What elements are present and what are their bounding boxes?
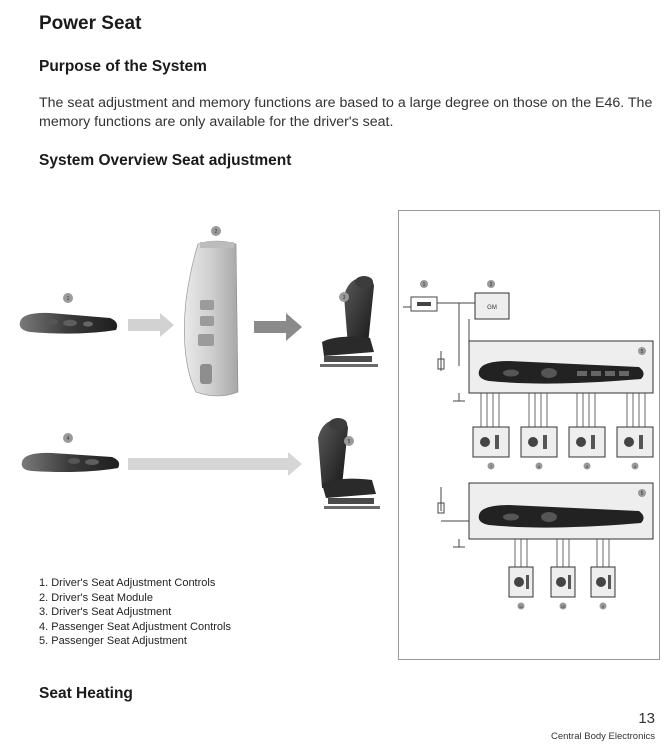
diagram-callout-motor-3: 5: [586, 464, 589, 469]
seat-module: [184, 240, 239, 397]
diagram-callout-motor-4: 4: [634, 464, 637, 469]
seat-illustration: 1 2 3 4 5: [19, 226, 380, 509]
diagram-callout-pmotor-3: 9: [602, 604, 605, 609]
seat-heating-heading: Seat Heating: [39, 685, 133, 702]
driver-controls-panel: [19, 312, 118, 334]
legend-item: 5. Passenger Seat Adjustment: [39, 635, 187, 648]
wiring-diagram-frame: 1 2 GM 5: [398, 210, 660, 660]
passenger-seat-image: [318, 418, 380, 509]
gm-module-box: [474, 292, 510, 320]
diagram-callout-pmotor-1: 11: [519, 604, 524, 609]
diagram-callout-motor-1: 7: [490, 464, 493, 469]
diagram-passenger-motors: [508, 566, 616, 598]
arrow-light-2: [128, 452, 302, 476]
callout-1: [63, 293, 73, 303]
diagram-callout-panel-1: 5: [641, 349, 644, 355]
gm-module-label: GM: [487, 305, 497, 311]
callout-2: [211, 226, 221, 236]
legend-item: 1. Driver's Seat Adjustment Controls: [39, 577, 216, 589]
callout-1-label: 1: [67, 296, 70, 302]
legend-item: 2. Driver's Seat Module: [39, 591, 153, 604]
diagram-callout-1: 1: [423, 282, 426, 288]
passenger-controls-panel: [21, 452, 120, 472]
diagram-driver-motors: [472, 426, 654, 458]
callout-4-label: 4: [67, 436, 70, 442]
overview-heading: System Overview Seat adjustment: [39, 152, 292, 169]
callout-3: [339, 292, 349, 302]
legend-item: 3. Driver's Seat Adjustment: [39, 606, 172, 619]
arrow-light-1: [128, 313, 174, 337]
legend-list: 1. Driver's Seat Adjustment Controls 2. …: [39, 576, 231, 649]
legend-item: 4. Passenger Seat Adjustment Controls: [39, 620, 231, 633]
arrow-dark: [254, 313, 302, 341]
callout-5-label: 5: [348, 439, 351, 445]
purpose-paragraph: The seat adjustment and memory functions…: [39, 95, 653, 130]
page-title: Power Seat: [39, 13, 142, 34]
diagram-callout-pmotor-2: 10: [561, 604, 566, 609]
diagram-callout-motor-2: 6: [538, 464, 541, 469]
wiring-diagram: 1 2 GM 5: [403, 280, 654, 610]
footer-text: Central Body Electronics: [550, 731, 655, 742]
callout-3-label: 3: [343, 295, 346, 301]
page-number: 13: [638, 710, 655, 727]
callout-4: [63, 433, 73, 443]
diagram-callout-2: 2: [490, 282, 493, 288]
purpose-heading: Purpose of the System: [39, 58, 207, 75]
diagram-callout-panel-2: 5: [641, 491, 644, 497]
callout-2-label: 2: [215, 229, 218, 235]
driver-seat-image: [320, 276, 378, 367]
callout-5: [344, 436, 354, 446]
